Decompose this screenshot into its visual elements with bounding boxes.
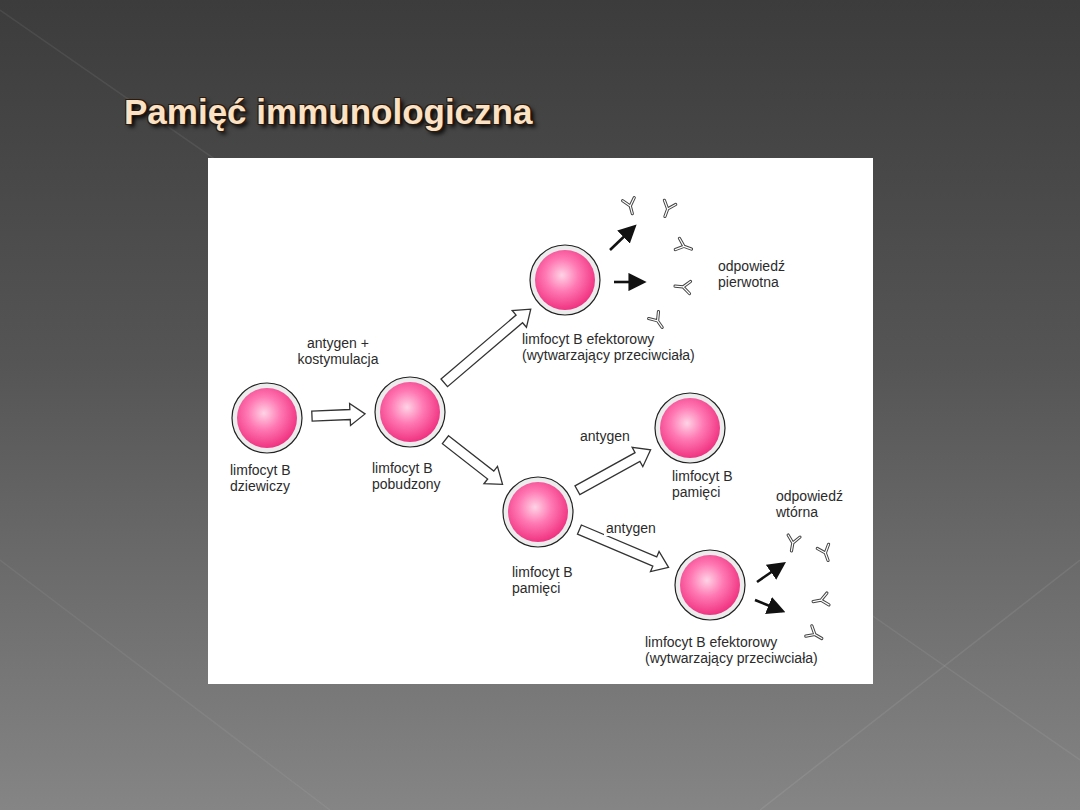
cell-node: limfocyt B pobudzony xyxy=(374,376,446,448)
cell-shape xyxy=(654,392,726,464)
response-label: odpowiedź pierwotna xyxy=(718,258,785,290)
cell-shape xyxy=(674,549,746,621)
decor-line xyxy=(0,10,1080,760)
secretion-arrow xyxy=(610,227,634,250)
secretion-arrow xyxy=(614,281,643,284)
antibody-symbol xyxy=(786,535,800,552)
cell-node: limfocyt B pamięci xyxy=(502,476,574,548)
cell-label: limfocyt B pobudzony xyxy=(372,460,452,492)
antibody-symbol xyxy=(649,312,667,331)
antibody-symbol xyxy=(806,626,825,644)
edge-label: antygen xyxy=(604,520,658,536)
cell-label: limfocyt B efektorowy (wytwarzający prze… xyxy=(522,331,717,363)
antibody-symbol xyxy=(675,238,693,254)
secretion-arrow xyxy=(755,600,782,611)
antibody-symbol xyxy=(675,280,691,293)
cell-shape xyxy=(529,244,601,316)
block-arrow xyxy=(312,404,365,426)
cell-node: limfocyt B pamięci xyxy=(654,392,726,464)
edge-label: antygen + kostymulacja xyxy=(296,335,381,367)
secretion-arrow xyxy=(757,564,783,582)
cell-label: limfocyt B dziewiczy xyxy=(230,462,310,494)
cell-node: limfocyt B efektorowy (wytwarzający prze… xyxy=(529,244,601,316)
cell-node: limfocyt B efektorowy (wytwarzający prze… xyxy=(674,549,746,621)
slide-title: Pamięć immunologiczna xyxy=(124,92,532,132)
response-label: odpowiedź wtórna xyxy=(776,488,843,520)
block-arrow xyxy=(441,309,531,386)
antibody-symbol xyxy=(659,200,675,218)
cell-node: limfocyt B dziewiczy xyxy=(231,382,303,454)
cell-shape xyxy=(374,376,446,448)
antibody-symbol xyxy=(812,593,829,607)
cell-label: limfocyt B efektorowy (wytwarzający prze… xyxy=(645,634,840,666)
antibody-symbol xyxy=(817,544,833,562)
cell-shape xyxy=(231,382,303,454)
antibody-group xyxy=(610,198,834,644)
antibody-symbol xyxy=(623,198,638,216)
cell-shape xyxy=(502,476,574,548)
block-arrow xyxy=(575,447,651,494)
edge-label: antygen xyxy=(578,428,632,444)
figure-panel xyxy=(208,158,873,684)
block-arrow xyxy=(442,436,502,485)
cell-label: limfocyt B pamięci xyxy=(672,468,752,500)
cell-label: limfocyt B pamięci xyxy=(512,564,592,596)
